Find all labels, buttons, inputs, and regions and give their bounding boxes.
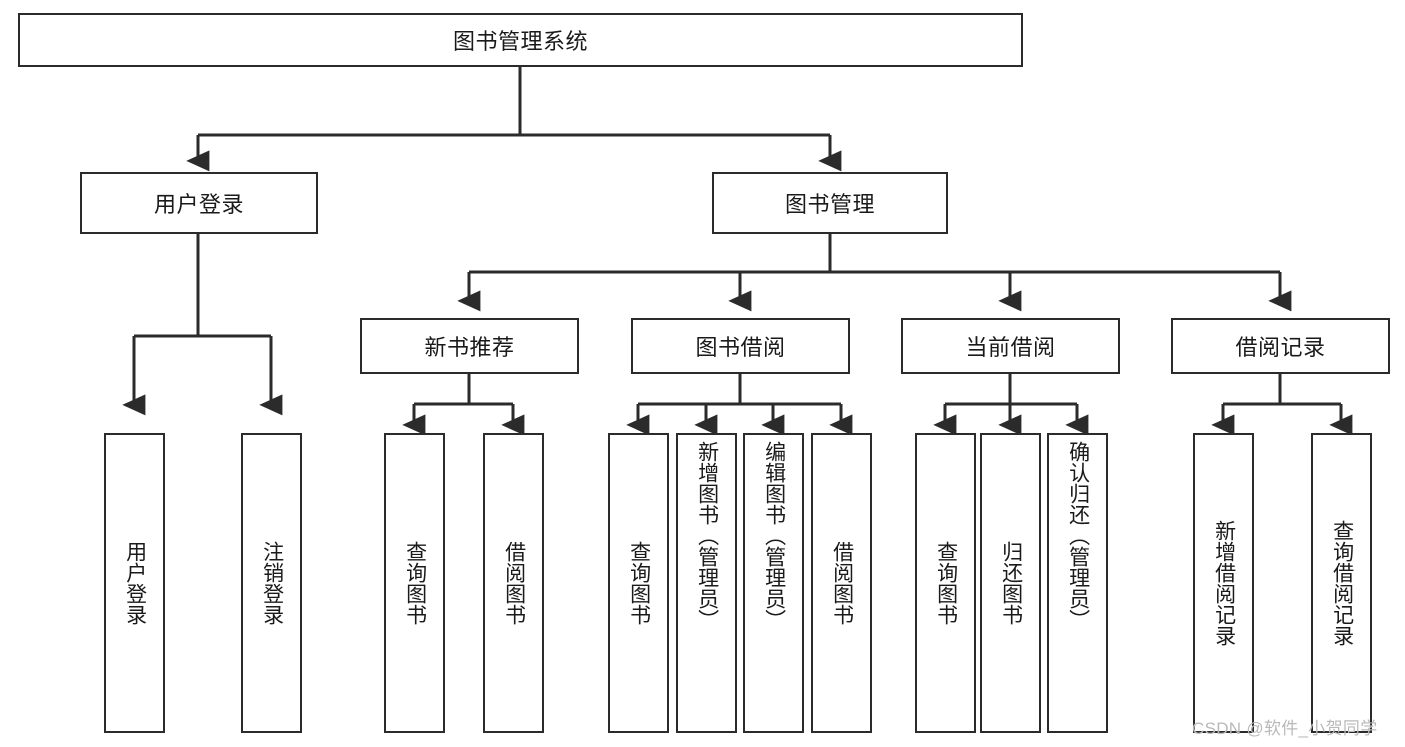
node-leaf-return-book[interactable]: 归还图书	[980, 433, 1041, 733]
node-label: 新增借阅记录	[1212, 520, 1236, 646]
node-current-borrow[interactable]: 当前借阅	[901, 318, 1120, 374]
node-label: 用户登录	[153, 192, 244, 217]
node-leaf-borrow-book-2[interactable]: 借阅图书	[811, 433, 872, 733]
node-leaf-logout[interactable]: 注销登录	[241, 433, 302, 733]
node-leaf-query-record[interactable]: 查询借阅记录	[1311, 433, 1372, 733]
node-leaf-add-record[interactable]: 新增借阅记录	[1193, 433, 1254, 733]
node-label: 归还图书	[999, 541, 1023, 625]
node-label: 图书借阅	[695, 335, 786, 360]
node-label: 图书管理系统	[452, 29, 588, 54]
node-label: 图书管理	[784, 192, 875, 217]
node-label: 新增图书（管理员）	[695, 441, 719, 630]
node-label: 查询借阅记录	[1330, 520, 1354, 646]
node-label: 当前借阅	[965, 335, 1056, 360]
node-book-management[interactable]: 图书管理	[712, 172, 948, 234]
node-leaf-add-book[interactable]: 新增图书（管理员）	[676, 433, 737, 733]
node-label: 编辑图书（管理员）	[762, 441, 786, 630]
node-leaf-query-book-3[interactable]: 查询图书	[915, 433, 976, 733]
node-label: 新书推荐	[424, 335, 515, 360]
node-leaf-borrow-book-1[interactable]: 借阅图书	[483, 433, 544, 733]
csdn-watermark: CSDN @软件_小贺同学	[1192, 719, 1378, 738]
node-new-book-recommend[interactable]: 新书推荐	[360, 318, 579, 374]
node-root-system[interactable]: 图书管理系统	[18, 13, 1023, 67]
node-leaf-query-book-1[interactable]: 查询图书	[384, 433, 445, 733]
node-user-login[interactable]: 用户登录	[80, 172, 318, 234]
node-label: 确认归还（管理员）	[1066, 441, 1090, 630]
node-leaf-confirm-return[interactable]: 确认归还（管理员）	[1047, 433, 1108, 733]
node-leaf-user-login[interactable]: 用户登录	[104, 433, 165, 733]
node-label: 借阅图书	[502, 541, 526, 625]
node-label: 借阅记录	[1235, 335, 1326, 360]
node-label: 用户登录	[123, 541, 147, 625]
node-book-borrow[interactable]: 图书借阅	[631, 318, 850, 374]
node-borrow-record[interactable]: 借阅记录	[1171, 318, 1390, 374]
node-label: 查询图书	[934, 541, 958, 625]
node-label: 查询图书	[627, 541, 651, 625]
node-label: 注销登录	[260, 541, 284, 625]
node-label: 借阅图书	[830, 541, 854, 625]
node-leaf-query-book-2[interactable]: 查询图书	[608, 433, 669, 733]
node-leaf-edit-book[interactable]: 编辑图书（管理员）	[743, 433, 804, 733]
node-label: 查询图书	[403, 541, 427, 625]
